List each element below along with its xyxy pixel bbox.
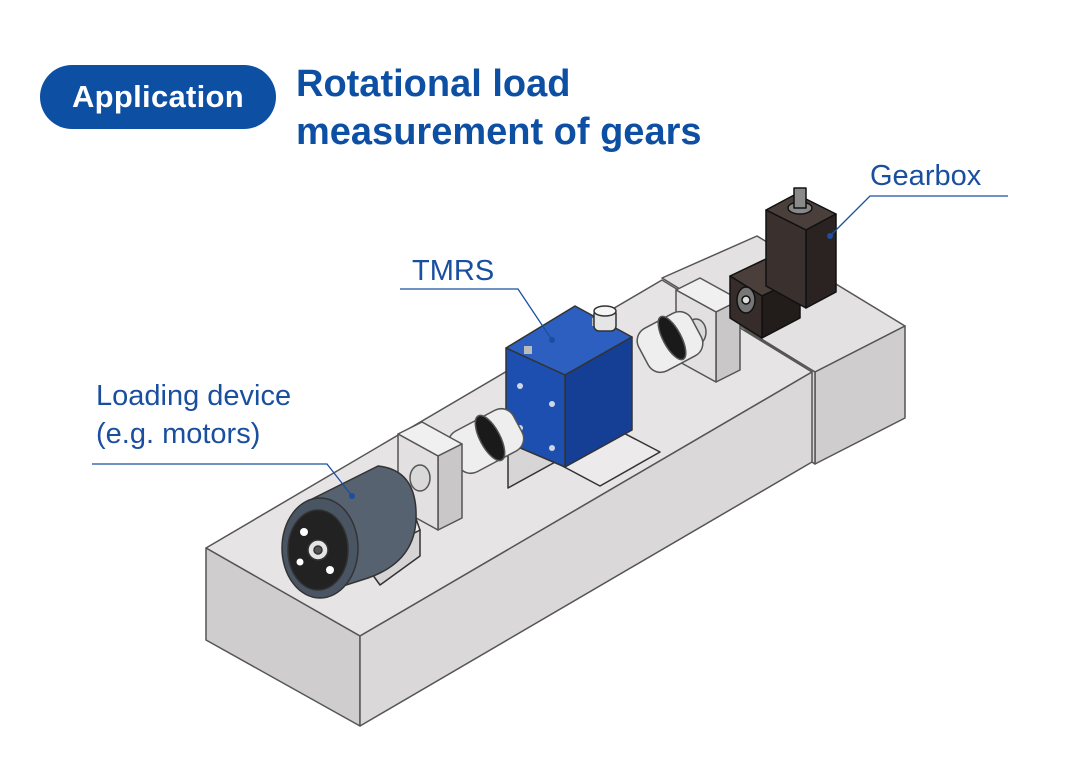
tmrs-sensor: [505, 305, 661, 489]
callout-leaders: [92, 195, 1008, 497]
right-coupling: [636, 310, 704, 374]
loading-device-label: Loading device (e.g. motors): [96, 377, 291, 453]
callout-dots: [349, 337, 555, 499]
gearbox: [729, 187, 837, 339]
gearbox-label-text: Gearbox: [870, 160, 982, 192]
loading-motor: [281, 465, 421, 599]
application-badge: Application: [40, 65, 276, 129]
page-title: Rotational load measurement of gears: [296, 60, 702, 156]
application-badge-label: Application: [71, 79, 245, 114]
loading-label-line-1: Loading device: [96, 380, 292, 412]
tmrs-label-text: TMRS: [412, 255, 495, 287]
title-line-2: measurement of gears: [296, 111, 702, 153]
gearbox-label: Gearbox: [870, 157, 981, 195]
left-bearing-block: [397, 421, 463, 531]
tmrs-label: TMRS: [412, 252, 494, 290]
loading-label-line-2: (e.g. motors): [96, 418, 261, 450]
title-line-1: Rotational load: [296, 63, 571, 105]
